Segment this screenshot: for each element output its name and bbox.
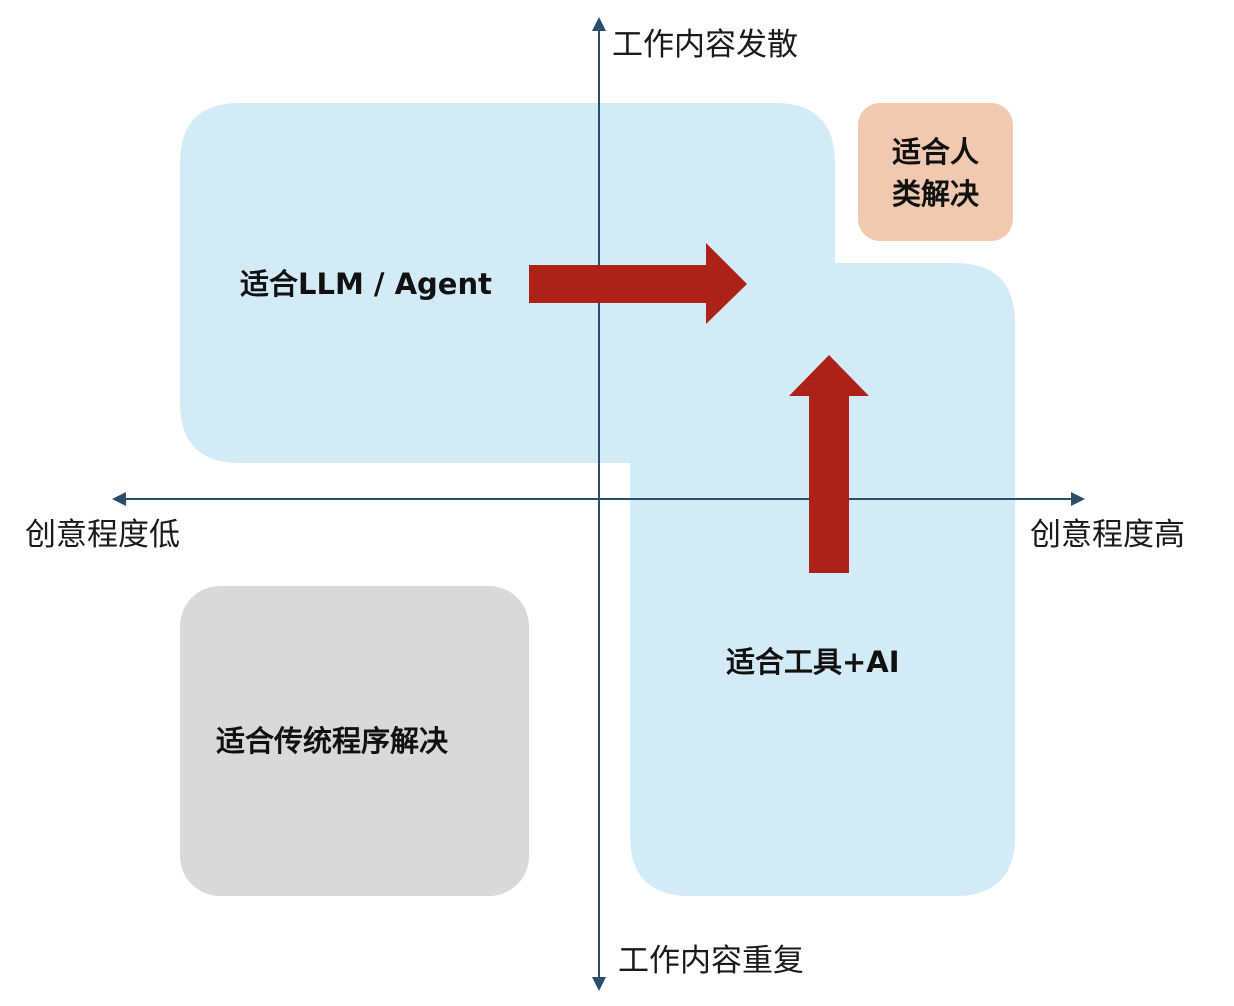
arrow-up-axis-head xyxy=(592,17,606,31)
arrow-right-icon xyxy=(529,243,747,324)
traditional-program-label: 适合传统程序解决 xyxy=(216,724,449,758)
human-region xyxy=(858,103,1013,241)
arrow-up-icon xyxy=(789,355,869,573)
arrow-down-axis-head xyxy=(592,977,606,991)
llm-agent-tool-ai-region xyxy=(180,103,1015,896)
human-label: 适合人 类解决 xyxy=(858,131,1013,215)
left-axis-label: 创意程度低 xyxy=(25,517,180,553)
arrow-right-axis-head xyxy=(1071,492,1085,506)
right-axis-label: 创意程度高 xyxy=(1030,517,1185,553)
top-axis-label: 工作内容发散 xyxy=(612,27,798,63)
traditional-program-region xyxy=(180,586,529,896)
human-label-line2: 类解决 xyxy=(891,177,979,211)
tool-ai-label: 适合工具+AI xyxy=(726,645,900,679)
llm-agent-label: 适合LLM / Agent xyxy=(240,267,492,301)
bottom-axis-label: 工作内容重复 xyxy=(618,943,804,979)
human-label-line1: 适合人 xyxy=(891,135,979,169)
arrow-left-axis-head xyxy=(112,492,126,506)
